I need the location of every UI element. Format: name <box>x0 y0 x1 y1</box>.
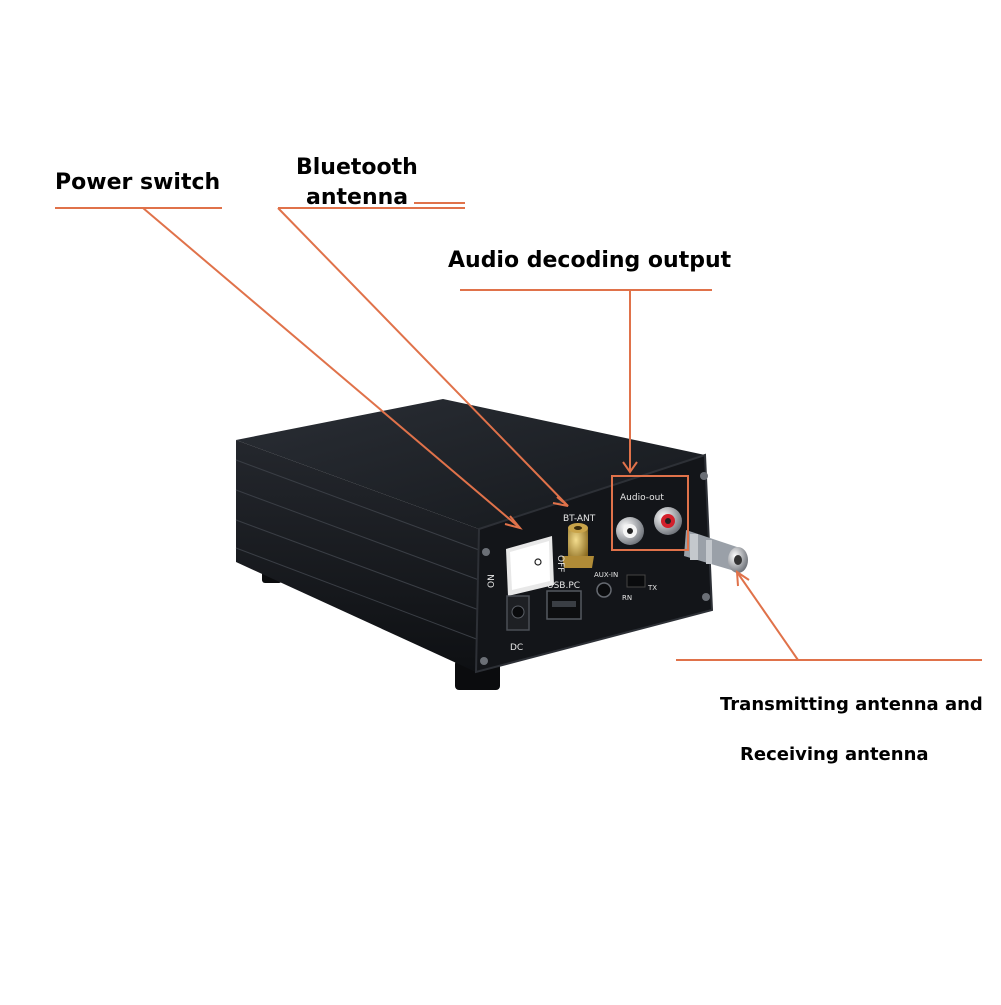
callout-power-switch: Power switch <box>55 170 221 195</box>
callout-bluetooth-antenna-line2: antenna <box>306 185 409 210</box>
label-bt-ant: BT-ANT <box>563 514 596 524</box>
dc-jack <box>506 595 530 631</box>
label-aux-in: AUX-IN <box>594 571 618 579</box>
label-usb-pc: USB.PC <box>547 581 580 591</box>
label-off: OFF <box>555 555 565 572</box>
bt-antenna-connector <box>562 523 594 568</box>
front-panel <box>474 453 714 674</box>
callout-transmitting-antenna-line1: Transmitting antenna and <box>720 694 983 715</box>
rca-jack-white <box>616 517 644 545</box>
enclosure-grooves <box>235 459 480 641</box>
label-tx: TX <box>647 584 657 592</box>
rn-tx-slot <box>626 574 646 588</box>
label-rn: RN <box>622 594 632 602</box>
enclosure-top <box>236 399 705 529</box>
usb-port <box>546 590 582 620</box>
aux-jack <box>596 582 612 598</box>
panel-screws <box>480 472 710 665</box>
enclosure-side <box>236 440 479 672</box>
label-on: ON <box>487 574 497 588</box>
label-audio-out: Audio-out <box>620 493 664 503</box>
callout-audio-decoding-output: Audio decoding output <box>448 248 732 273</box>
audio-out-highlight-box <box>611 475 689 551</box>
callout-bluetooth-antenna-line1: Bluetooth <box>296 155 418 180</box>
power-switch[interactable] <box>506 536 554 596</box>
callout-receiving-antenna-line2: Receiving antenna <box>740 744 929 765</box>
bnc-antenna-connector <box>684 530 748 573</box>
rca-jack-red <box>654 507 682 535</box>
label-dc: DC <box>510 643 523 653</box>
leader-lines <box>55 202 982 661</box>
